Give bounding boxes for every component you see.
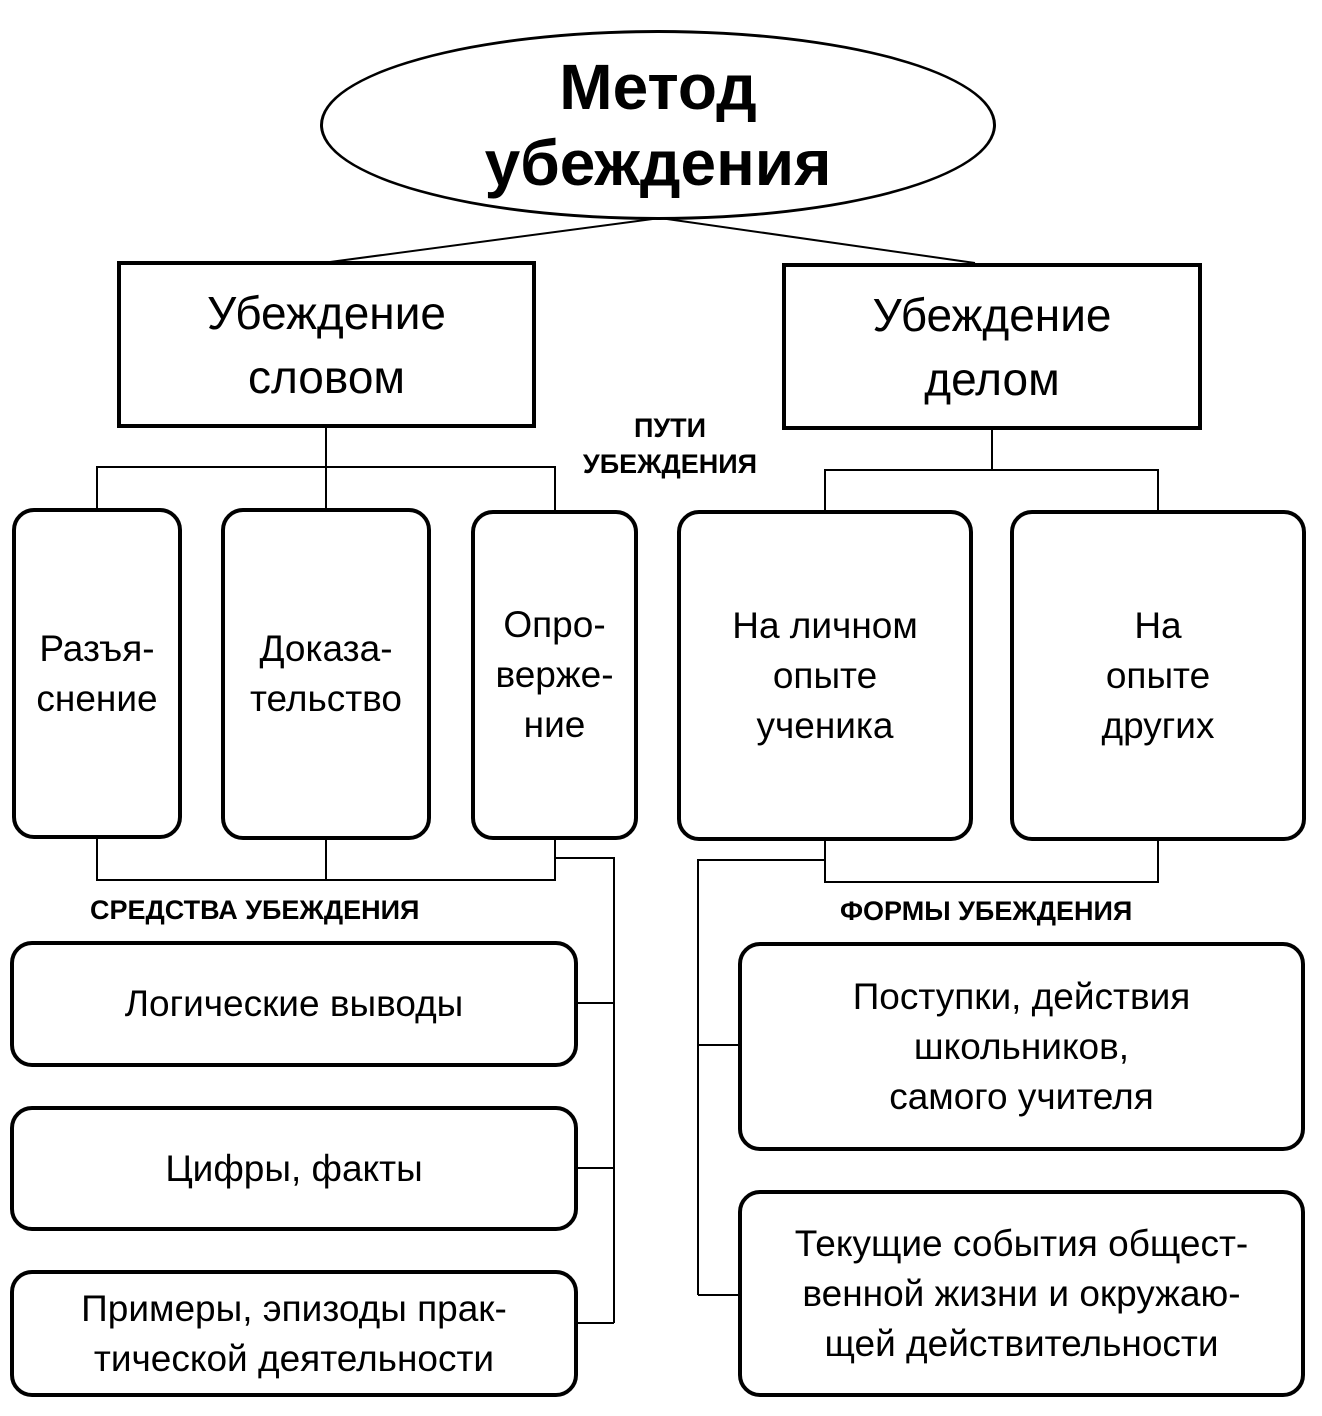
branch-deed-title: Убеждение делом [872, 288, 1112, 405]
path-proof: Доказа- тельство [221, 508, 431, 840]
form-actions: Поступки, действия школьников, самого уч… [738, 942, 1305, 1151]
means-figures-facts: Цифры, факты [10, 1106, 578, 1231]
connector-forms-trunk [697, 859, 825, 1295]
connector-root-word [329, 217, 661, 263]
path-personal-experience: На личном опыте ученика [677, 510, 973, 841]
label-paths: ПУТИ УБЕЖДЕНИЯ [582, 413, 758, 479]
branch-deed: Убеждение делом [782, 263, 1202, 430]
connector-means-trunk [555, 857, 615, 1323]
path-refutation: Опро- верже- ние [471, 510, 638, 840]
means-logical-conclusions: Логические выводы [10, 941, 578, 1067]
connector-word-paths-bar [96, 466, 556, 510]
root-node: Метод убеждения [320, 30, 996, 220]
connector-deed-paths-bottom [824, 840, 1159, 883]
label-forms: ФОРМЫ УБЕЖДЕНИЯ [840, 896, 1133, 926]
branch-word-title: Убеждение словом [207, 286, 446, 403]
root-title: Метод убеждения [484, 51, 832, 199]
path-explanation: Разъя- снение [12, 508, 182, 839]
means-examples: Примеры, эпизоды прак- тической деятельн… [10, 1270, 578, 1397]
path-others-experience: На опыте других [1010, 510, 1306, 841]
connector-root-deed [659, 217, 976, 264]
branch-word: Убеждение словом [117, 261, 536, 428]
form-current-events: Текущие события общест- венной жизни и о… [738, 1190, 1305, 1397]
label-means: СРЕДСТВА УБЕЖДЕНИЯ [90, 895, 420, 925]
connector-deed-paths-bar [824, 469, 1159, 510]
